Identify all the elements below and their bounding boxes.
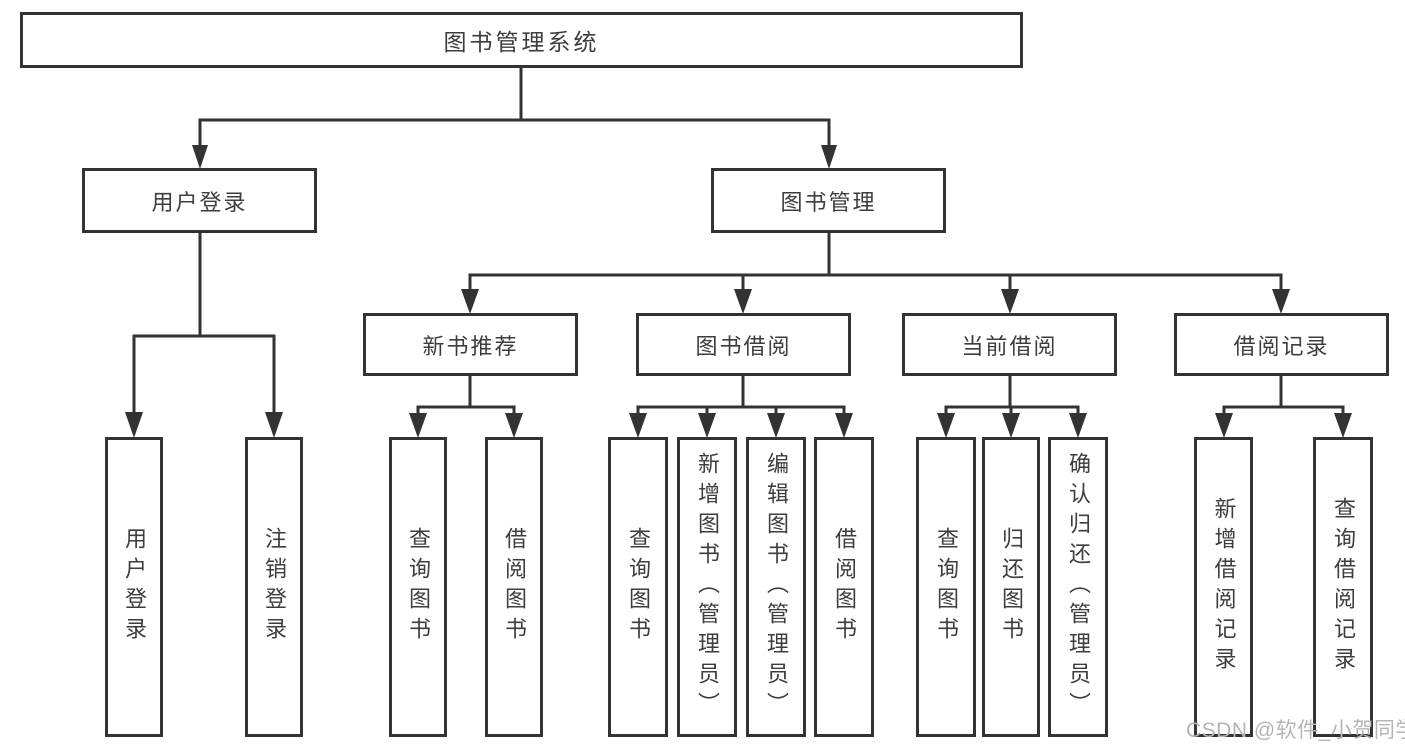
leaf-confirm-return-admin-label: 确认归还（管理员） <box>1066 452 1091 722</box>
node-user-login: 用户登录 <box>82 168 317 233</box>
leaf-query-borrow-record-label: 查询借阅记录 <box>1331 497 1356 677</box>
leaf-query-books-borrow-label: 查询图书 <box>626 527 651 647</box>
leaf-edit-books-admin: 编辑图书（管理员） <box>746 437 806 737</box>
connector-current-borrowing-children <box>937 374 1087 438</box>
connector-root-to-level2 <box>192 66 837 169</box>
leaf-confirm-return-admin: 确认归还（管理员） <box>1048 437 1108 737</box>
leaf-edit-books-admin-label: 编辑图书（管理员） <box>764 452 789 722</box>
node-book-borrowing-label: 图书借阅 <box>695 333 792 359</box>
connector-book-management-children <box>461 231 1290 314</box>
node-new-book-recommendation: 新书推荐 <box>363 313 578 376</box>
leaf-query-books-recommend: 查询图书 <box>389 437 447 737</box>
node-book-management: 图书管理 <box>711 168 946 233</box>
node-book-borrowing: 图书借阅 <box>636 313 851 376</box>
leaf-borrow-books-recommend-label: 借阅图书 <box>502 527 527 647</box>
csdn-watermark: CSDN @软件_小贺同学 <box>1186 719 1405 742</box>
connector-borrowing-records-children <box>1215 374 1352 438</box>
node-user-login-label: 用户登录 <box>151 189 248 215</box>
leaf-user-login: 用户登录 <box>105 437 163 737</box>
leaf-user-login-label: 用户登录 <box>122 527 147 647</box>
node-current-borrowing-label: 当前借阅 <box>961 333 1058 359</box>
leaf-add-borrow-record: 新增借阅记录 <box>1194 437 1253 737</box>
leaf-return-books-label: 归还图书 <box>999 527 1024 647</box>
leaf-return-books: 归还图书 <box>982 437 1040 737</box>
leaf-add-borrow-record-label: 新增借阅记录 <box>1211 497 1237 677</box>
leaf-query-books-recommend-label: 查询图书 <box>406 527 431 647</box>
leaf-logout: 注销登录 <box>245 437 303 737</box>
node-borrowing-records: 借阅记录 <box>1174 313 1389 376</box>
connector-new-book-recommendation-children <box>409 374 523 438</box>
connector-user-login-children <box>125 231 283 438</box>
connector-book-borrowing-children <box>629 374 853 438</box>
node-new-book-recommendation-label: 新书推荐 <box>422 333 519 359</box>
leaf-logout-label: 注销登录 <box>262 527 287 647</box>
leaf-query-books-current: 查询图书 <box>916 437 976 737</box>
leaf-query-borrow-record: 查询借阅记录 <box>1313 437 1373 737</box>
node-borrowing-records-label: 借阅记录 <box>1233 333 1330 359</box>
node-book-management-label: 图书管理 <box>780 189 877 215</box>
leaf-borrow-books-label: 借阅图书 <box>832 527 857 647</box>
node-current-borrowing: 当前借阅 <box>902 313 1117 376</box>
node-library-system-label: 图书管理系统 <box>443 29 600 55</box>
leaf-add-books-admin: 新增图书（管理员） <box>677 437 737 737</box>
leaf-query-books-borrow: 查询图书 <box>608 437 668 737</box>
node-library-system: 图书管理系统 <box>20 12 1023 68</box>
leaf-borrow-books: 借阅图书 <box>814 437 874 737</box>
leaf-add-books-admin-label: 新增图书（管理员） <box>695 452 720 722</box>
leaf-borrow-books-recommend: 借阅图书 <box>485 437 543 737</box>
leaf-query-books-current-label: 查询图书 <box>934 527 959 647</box>
